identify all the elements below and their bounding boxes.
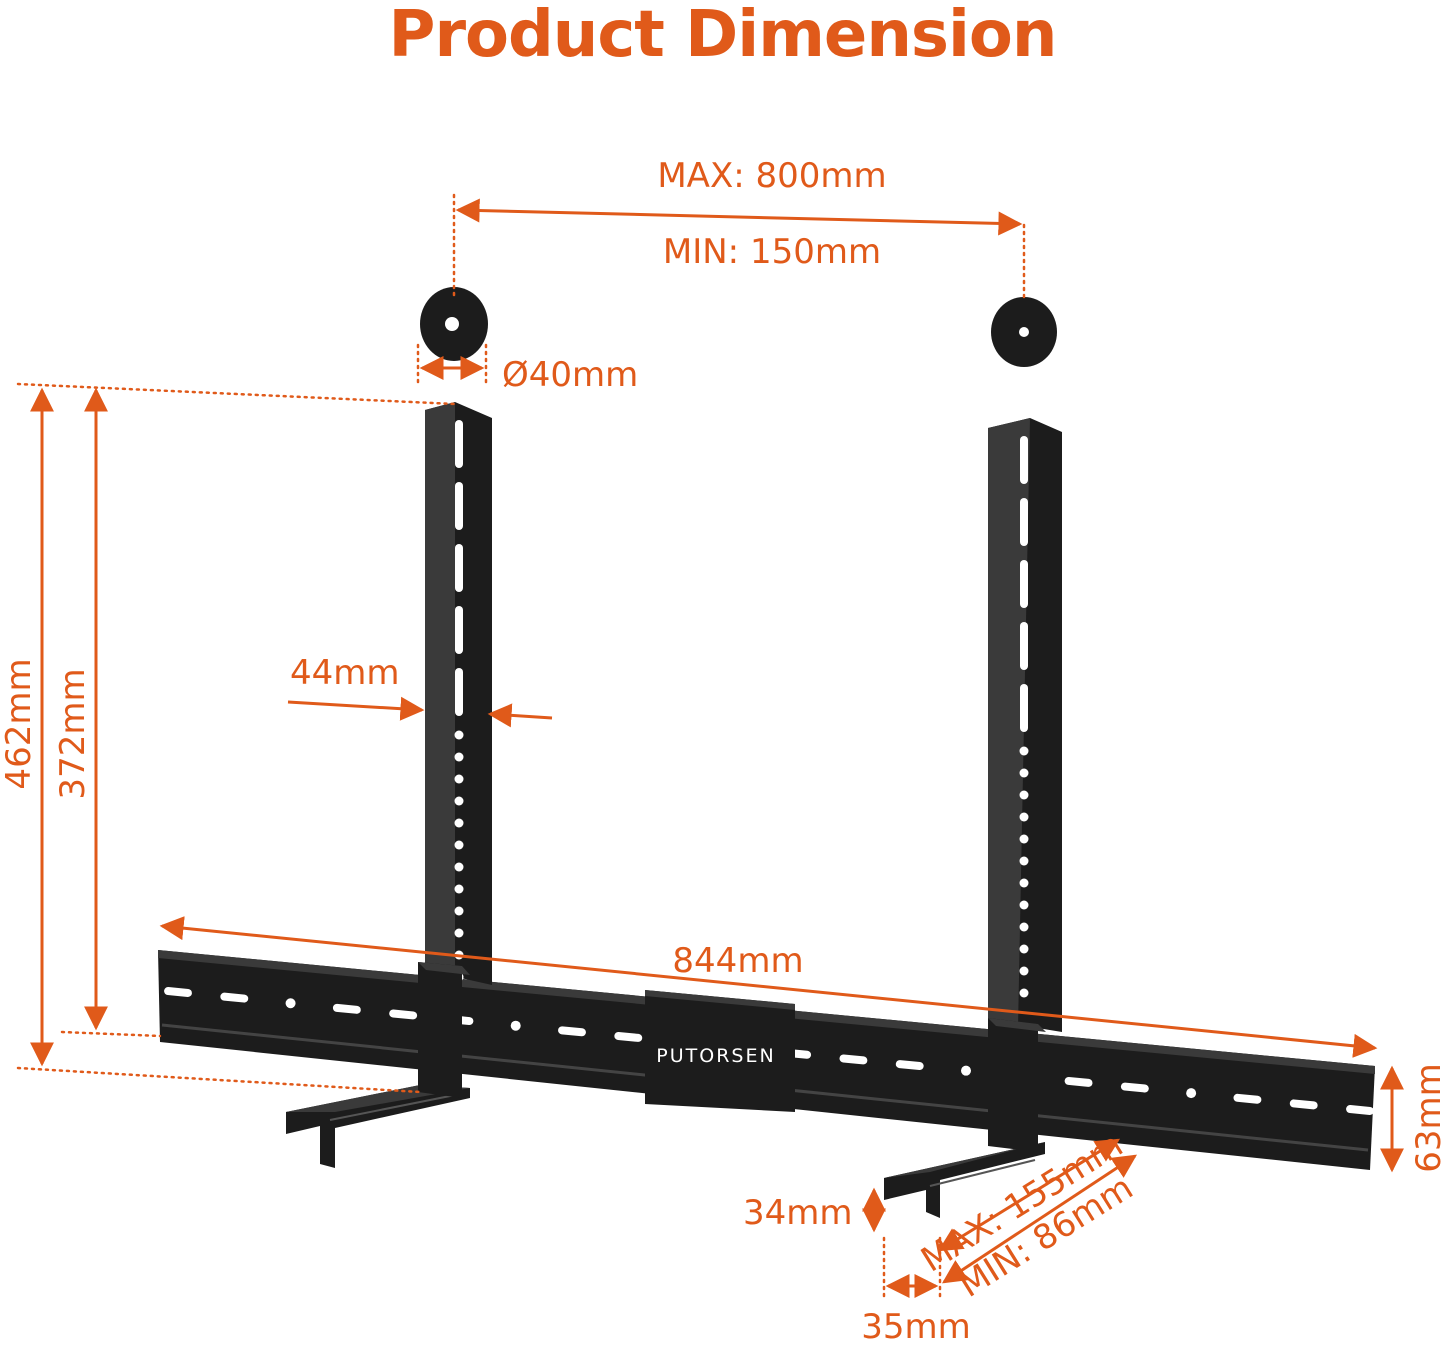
brand-logo: PUTORSEN	[656, 1045, 775, 1067]
dimension-labels: MAX: 800mm MIN: 150mm Ø40mm 44mm 844mm 3…	[0, 156, 1445, 1346]
arm-round-hole	[454, 796, 464, 806]
arm-round-hole	[1019, 856, 1029, 866]
label-shelf-width: 35mm	[861, 1307, 971, 1346]
arm-slot-hole	[455, 420, 463, 468]
arm-round-hole	[454, 730, 464, 740]
label-spacer-diameter: Ø40mm	[502, 355, 638, 395]
arm-round-hole	[1019, 834, 1029, 844]
arm-round-hole	[1019, 790, 1029, 800]
arm-slot-hole	[1020, 560, 1028, 608]
arm-slot-hole	[1020, 436, 1028, 484]
label-bar-length: 844mm	[672, 941, 803, 981]
arm-round-hole	[454, 884, 464, 894]
left-clamp	[418, 962, 462, 1098]
arm-round-hole	[454, 862, 464, 872]
arm-round-hole	[454, 928, 464, 938]
left-spacer-disc	[420, 287, 488, 361]
bracket-drawing: PUTORSEN	[158, 287, 1375, 1218]
bar-slot-hole	[1289, 1099, 1318, 1110]
arm-round-hole	[1019, 878, 1029, 888]
arm-round-hole	[1019, 900, 1029, 910]
bar-slot-hole	[285, 998, 296, 1009]
bar-slot-hole	[895, 1060, 924, 1071]
arm-round-hole	[1019, 812, 1029, 822]
arm-round-hole	[1019, 922, 1029, 932]
label-vesa-max: MAX: 800mm	[657, 156, 886, 196]
right-vertical-arm	[988, 418, 1062, 1032]
label-height-arm: 372mm	[53, 668, 93, 799]
bar-slot-hole	[1120, 1082, 1149, 1093]
arm-round-hole	[1019, 966, 1029, 976]
right-spacer-disc	[991, 297, 1057, 367]
arm-slot-hole	[1020, 684, 1028, 732]
arm-round-hole	[454, 840, 464, 850]
left-shelf-arm	[286, 1085, 470, 1168]
arm-slot-hole	[1020, 622, 1028, 670]
arm-round-hole	[454, 774, 464, 784]
arm-round-hole	[1019, 988, 1029, 998]
arm-round-hole	[454, 752, 464, 762]
arm-round-hole	[454, 906, 464, 916]
bar-slot-hole	[1233, 1093, 1262, 1104]
arm-slot-hole	[455, 668, 463, 716]
arm-round-hole	[1019, 746, 1029, 756]
bar-slot-hole	[961, 1065, 971, 1076]
arm-round-hole	[1019, 944, 1029, 954]
right-clamp	[988, 1018, 1038, 1152]
label-shelf-lip: 34mm	[743, 1193, 853, 1233]
dimension-lines	[16, 193, 1404, 1302]
bar-slot-hole	[510, 1020, 521, 1031]
center-logo-plate: PUTORSEN	[645, 990, 795, 1112]
arm-slot-hole	[455, 482, 463, 530]
label-vesa-min: MIN: 150mm	[663, 232, 881, 272]
label-height-total: 462mm	[0, 658, 39, 789]
bar-slot-hole	[1346, 1105, 1374, 1115]
label-arm-width: 44mm	[290, 653, 400, 693]
arm-slot-hole	[455, 606, 463, 654]
arm-round-hole	[454, 818, 464, 828]
page-title: Product Dimension	[388, 0, 1058, 72]
bar-slot-hole	[1064, 1076, 1093, 1087]
bar-slot-hole	[1186, 1088, 1197, 1099]
arm-slot-hole	[455, 544, 463, 592]
arm-round-hole	[1019, 768, 1029, 778]
arm-slot-hole	[1020, 498, 1028, 546]
left-vertical-arm	[425, 402, 492, 985]
label-bar-height: 63mm	[1409, 1063, 1445, 1173]
